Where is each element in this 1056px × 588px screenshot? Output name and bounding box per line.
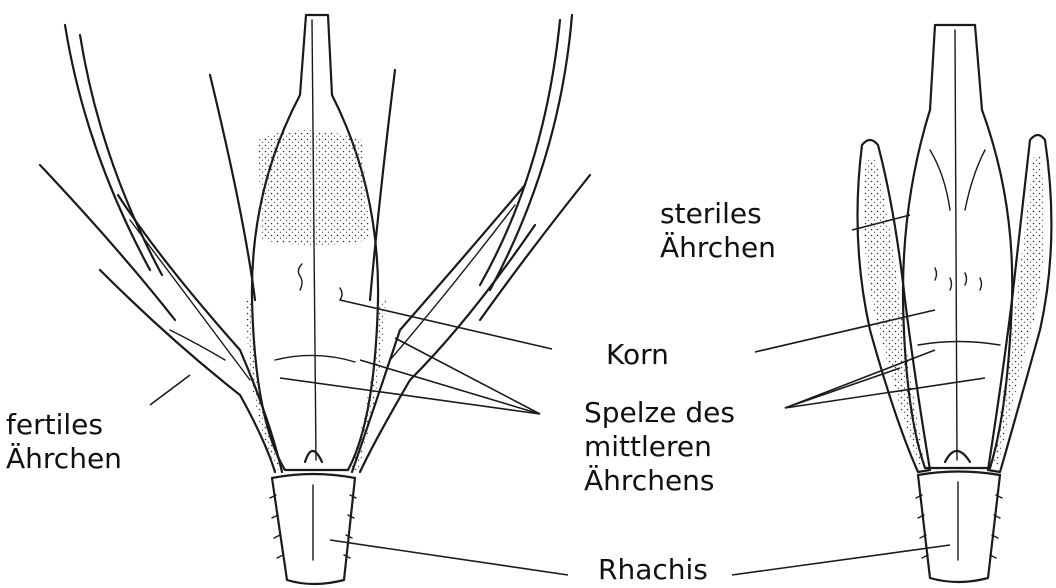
leader-hull-left-1 [280, 378, 540, 414]
label-sterile-spikelet: steriles Ährchen [660, 197, 776, 265]
right-sterile-spikelet-r [988, 135, 1051, 472]
leader-rachis-right [732, 545, 950, 575]
label-fertile-spikelet: fertiles Ährchen [6, 408, 122, 476]
leader-hull-left-2 [360, 360, 540, 414]
label-hull: Spelze des mittleren Ährchens [584, 396, 735, 498]
left-central-spikelet [246, 15, 378, 470]
label-sterile-line1: steriles [660, 197, 776, 231]
right-specimen [858, 25, 1052, 582]
right-rachis [916, 472, 1002, 583]
leader-fertile [150, 375, 190, 405]
leader-hull-left-3 [395, 338, 540, 414]
leader-rachis-left [330, 540, 568, 575]
label-rachis: Rhachis [598, 553, 708, 587]
label-sterile-line2: Ährchen [660, 231, 776, 265]
right-sterile-spikelet-l [858, 140, 931, 472]
label-hull-line2: mittleren [584, 430, 735, 464]
label-grain: Korn [606, 338, 669, 372]
label-hull-line1: Spelze des [584, 396, 735, 430]
leader-hull-right-2 [785, 368, 900, 408]
label-fertile-line1: fertiles [6, 408, 122, 442]
left-rachis [270, 474, 356, 584]
left-specimen [40, 15, 590, 584]
label-hull-line3: Ährchens [584, 464, 735, 498]
label-fertile-line2: Ährchen [6, 442, 122, 476]
